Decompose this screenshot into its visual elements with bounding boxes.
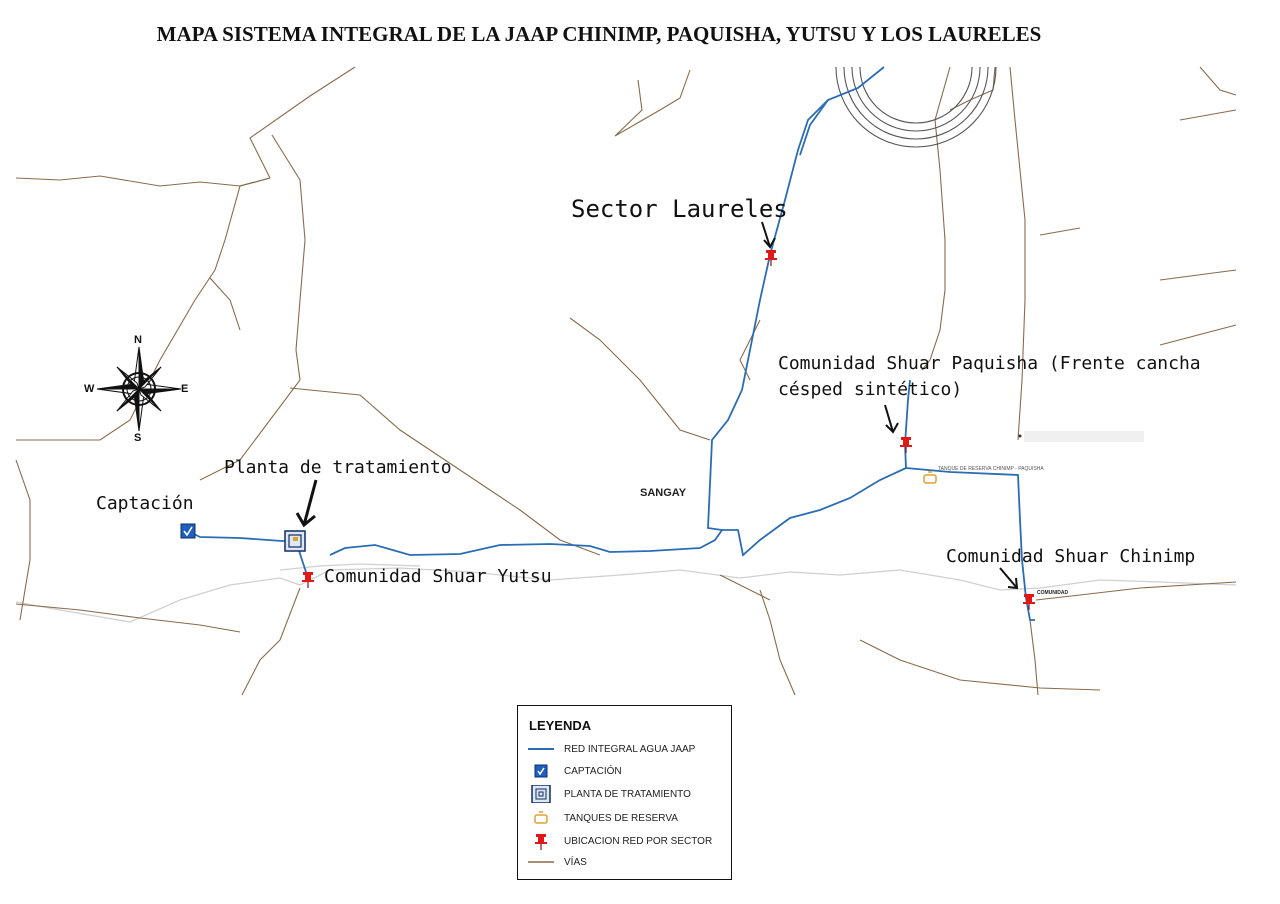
label-comunidad-small: COMUNIDAD xyxy=(1037,590,1069,596)
red-pushpin-icon xyxy=(528,832,554,850)
legend-heading: LEYENDA xyxy=(529,718,592,733)
compass-rose-icon xyxy=(96,346,182,432)
treatment-plant-icon xyxy=(528,785,554,803)
label-chinimp: Comunidad Shuar Chinimp xyxy=(946,546,1196,567)
intake-checkbox-icon xyxy=(528,762,554,780)
legend-item-label: CAPTACIÓN xyxy=(564,765,622,777)
label-sector-laureles: Sector Laureles xyxy=(571,195,788,223)
legend-item-captacion: CAPTACIÓN xyxy=(528,762,622,780)
label-paquisha-line1: Comunidad Shuar Paquisha (Frente cancha xyxy=(778,353,1201,374)
water-network-line-icon xyxy=(528,740,554,758)
map-legend: LEYENDA RED INTEGRAL AGUA JAAP CAPTACIÓN… xyxy=(517,705,732,880)
arrow-planta-icon xyxy=(295,479,318,528)
river-lines xyxy=(15,563,1237,623)
legend-item-planta: PLANTA DE TRATAMIENTO xyxy=(528,785,691,803)
arrow-chinimp-icon xyxy=(999,567,1019,590)
compass-s-label: S xyxy=(134,432,142,444)
label-tanque-small: TANQUE DE RESERVA CHINIMP - PAQUISHA xyxy=(938,466,1044,472)
compass-e-label: E xyxy=(181,383,189,395)
label-planta: Planta de tratamiento xyxy=(224,457,452,478)
label-yutsu: Comunidad Shuar Yutsu xyxy=(324,566,552,587)
pin-paquisha-icon xyxy=(900,437,912,453)
pin-chinimp-icon xyxy=(1023,594,1035,610)
legend-item-label: RED INTEGRAL AGUA JAAP xyxy=(564,743,696,755)
intake-checkbox-icon xyxy=(180,523,196,539)
map-title: MAPA SISTEMA INTEGRAL DE LA JAAP CHINIMP… xyxy=(156,22,1042,46)
compass-n-label: N xyxy=(134,334,142,346)
legend-item-vias: VÍAS xyxy=(528,853,587,871)
legend-item-label: PLANTA DE TRATAMIENTO xyxy=(564,788,691,800)
road-line-icon xyxy=(528,853,554,871)
compass-w-label: W xyxy=(84,383,95,395)
pin-laureles-icon xyxy=(765,250,777,266)
legend-item-label: TANQUES DE RESERVA xyxy=(564,812,678,824)
arrow-paquisha-icon xyxy=(884,404,899,434)
reserve-tank-icon xyxy=(923,471,937,484)
legend-item-label: UBICACION RED POR SECTOR xyxy=(564,835,713,847)
arrow-laureles-icon xyxy=(761,221,776,249)
legend-item-tanques: TANQUES DE RESERVA xyxy=(528,809,678,827)
reserve-tank-icon xyxy=(528,809,554,827)
legend-item-network: RED INTEGRAL AGUA JAAP xyxy=(528,740,695,758)
pin-yutsu-icon xyxy=(302,572,314,588)
legend-item-label: VÍAS xyxy=(564,856,587,868)
small-point xyxy=(1018,434,1022,438)
label-sangay: SANGAY xyxy=(640,487,687,499)
water-network xyxy=(187,66,1035,621)
roundabout xyxy=(835,66,997,148)
label-captacion: Captación xyxy=(96,493,194,514)
label-paquisha-line2: césped sintético) xyxy=(778,379,963,400)
legend-item-ubicacion: UBICACION RED POR SECTOR xyxy=(528,832,712,850)
label-mask-bar xyxy=(1024,431,1144,442)
road-lines xyxy=(15,66,1237,696)
treatment-plant-icon xyxy=(284,530,306,552)
